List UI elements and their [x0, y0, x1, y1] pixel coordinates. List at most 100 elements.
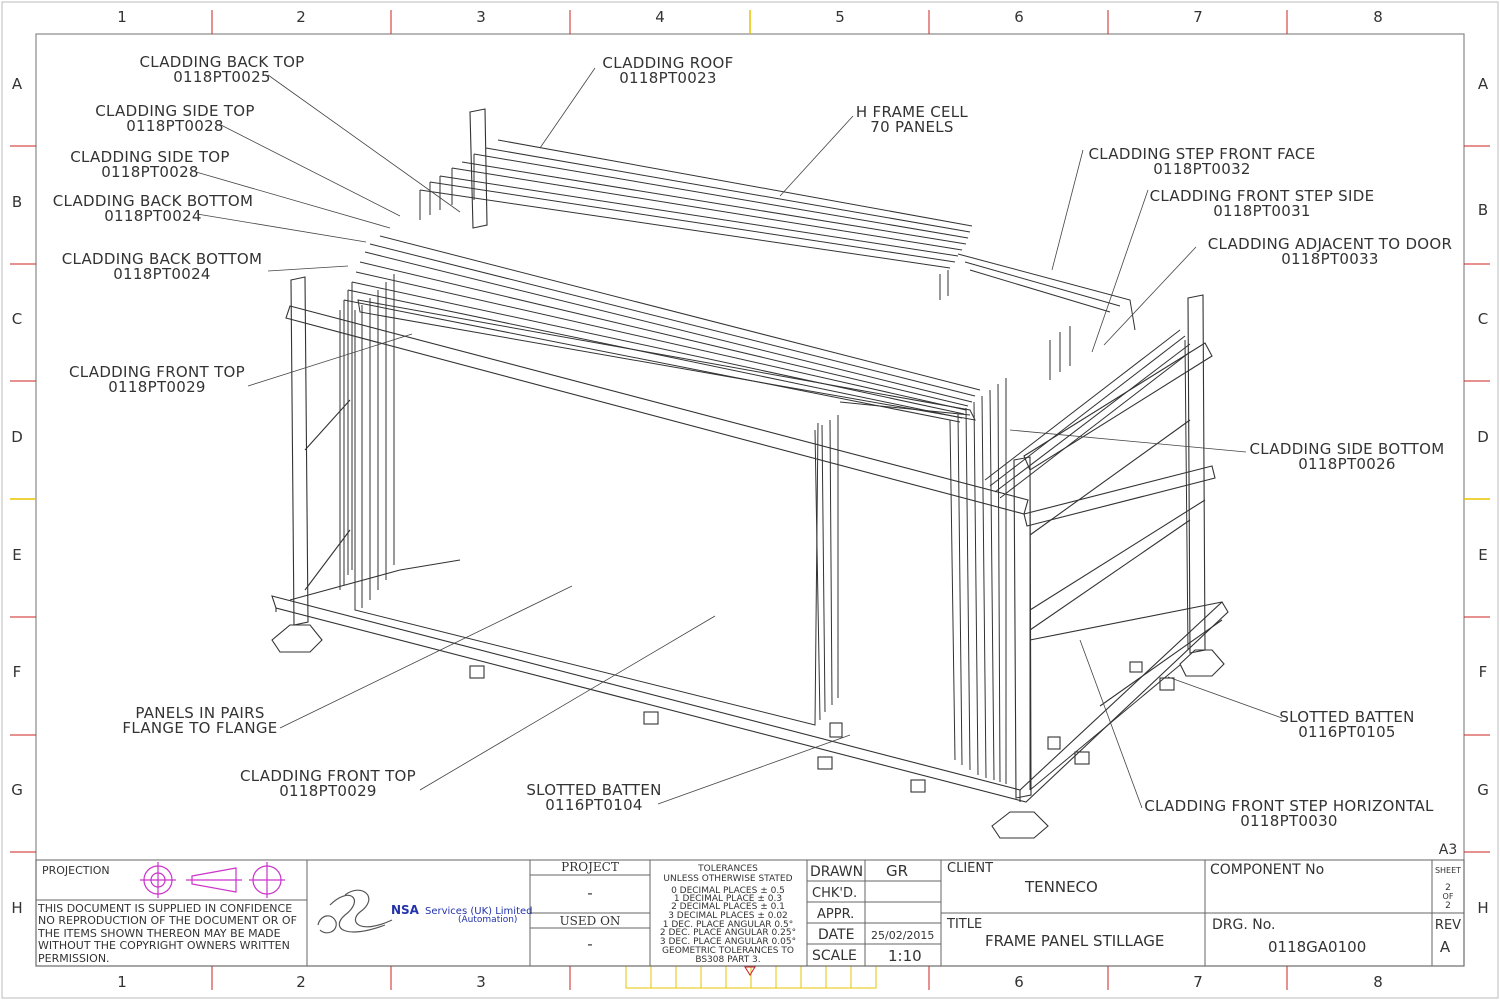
drawing-number-label: DRG. No. [1212, 917, 1276, 933]
callout-line: 0118PT0032 [1153, 160, 1251, 178]
row-label: E [1478, 546, 1487, 564]
col-label: 8 [1373, 973, 1383, 991]
tolerance-line: UNLESS OTHERWISE STATED [663, 874, 792, 884]
callout-line: 0116PT0105 [1298, 723, 1396, 741]
callout-line: CLADDING ROOF [602, 54, 733, 72]
project-value: - [587, 884, 592, 902]
row-label: C [1478, 310, 1488, 328]
tolerance-line: 2 DEC. PLACE ANGULAR 0.25° [660, 928, 796, 938]
callout-line: CLADDING BACK BOTTOM [62, 250, 263, 268]
row-label: B [12, 193, 22, 211]
callout-line: 0118PT0028 [101, 163, 199, 181]
callout-line: 0118PT0023 [619, 69, 717, 87]
callout-line: 0118PT0024 [104, 207, 202, 225]
callout-line: CLADDING BACK BOTTOM [53, 192, 254, 210]
callouts: CLADDING BACK TOP 0118PT0025 CLADDING RO… [53, 53, 1452, 830]
row-label: G [11, 781, 23, 799]
row-label: B [1478, 201, 1488, 219]
callout-line: 0118PT0025 [173, 68, 271, 86]
row-label: H [1477, 899, 1488, 917]
callout-line: SLOTTED BATTEN [1279, 708, 1414, 726]
centre-arrow [744, 966, 756, 976]
callout-line: CLADDING STEP FRONT FACE [1089, 145, 1316, 163]
date-value: 25/02/2015 [871, 929, 934, 942]
sheet-of: OF [1443, 892, 1454, 901]
row-label: A [1478, 75, 1489, 93]
title-block [35, 859, 1465, 967]
callout-line: CLADDING FRONT STEP HORIZONTAL [1144, 797, 1434, 815]
client-label: CLIENT [947, 861, 993, 876]
company-sub: (Automation) [458, 915, 517, 925]
callout-line: 0118PT0024 [113, 265, 211, 283]
tolerance-line: TOLERANCES [697, 864, 758, 874]
tolerance-line: GEOMETRIC TOLERANCES TO [662, 946, 794, 956]
col-label: 1 [117, 8, 127, 26]
row-label: H [11, 899, 22, 917]
col-label: 2 [296, 8, 306, 26]
tolerance-line: 1 DECIMAL PLACE ± 0.3 [674, 894, 782, 904]
sheet-size: A3 [1439, 842, 1457, 858]
row-label: F [1479, 663, 1488, 681]
callout-line: CLADDING BACK TOP [139, 53, 304, 71]
date-label: DATE [818, 927, 854, 943]
col-label: 5 [835, 8, 845, 26]
callout-line: 0118PT0030 [1240, 812, 1338, 830]
callout-line: 70 PANELS [870, 118, 953, 136]
company-name: NSA [391, 903, 420, 917]
sheet-label: SHEET [1435, 866, 1461, 875]
col-label: 7 [1193, 8, 1203, 26]
grid-ticks [10, 10, 1490, 990]
callout-line: PANELS IN PAIRS [135, 704, 264, 722]
scale-value: 1:10 [888, 947, 922, 965]
callout-line: 0116PT0104 [545, 796, 643, 814]
company-suffix: Services (UK) Limited [425, 906, 533, 917]
client-value: TENNECO [1024, 878, 1098, 896]
drawn-label: DRAWN [810, 864, 863, 880]
used-on-label: USED ON [560, 914, 621, 928]
col-label: 8 [1373, 8, 1383, 26]
callout-line: 0118PT0033 [1281, 250, 1379, 268]
stillage-drawing [271, 108, 1229, 839]
drawing-number-value: 0118GA0100 [1268, 938, 1366, 956]
tolerance-line: 3 DEC. PLACE ANGULAR 0.05° [660, 937, 796, 947]
row-label: F [13, 663, 22, 681]
projection-symbol [140, 862, 285, 898]
callout-line: CLADDING FRONT TOP [240, 767, 416, 785]
checked-label: CHK'D. [812, 886, 857, 901]
used-on-value: - [587, 935, 592, 953]
callout-line: 0118PT0031 [1213, 202, 1311, 220]
row-label: D [1477, 428, 1489, 446]
drawn-value: GR [886, 862, 908, 880]
sheet-total: 2 [1445, 901, 1451, 911]
callout-line: CLADDING SIDE TOP [70, 148, 229, 166]
row-label: C [12, 310, 22, 328]
title-value: FRAME PANEL STILLAGE [985, 932, 1164, 950]
centre-marks [10, 10, 1490, 500]
leader-lines [195, 67, 1283, 809]
callout-line: 0118PT0029 [279, 782, 377, 800]
sheet-number: 2 [1445, 883, 1451, 893]
approved-label: APPR. [817, 907, 854, 922]
col-label: 3 [476, 973, 486, 991]
col-label: 6 [1014, 8, 1024, 26]
callout-line: CLADDING FRONT STEP SIDE [1150, 187, 1375, 205]
tolerance-line: 2 DECIMAL PLACES ± 0.1 [671, 902, 785, 912]
col-label: 6 [1014, 973, 1024, 991]
callout-line: 0118PT0028 [126, 117, 224, 135]
col-label: 1 [117, 973, 127, 991]
col-label: 4 [655, 8, 665, 26]
confidence-line: PERMISSION. [38, 952, 110, 965]
callout-line: CLADDING FRONT TOP [69, 363, 245, 381]
callout-line: CLADDING ADJACENT TO DOOR [1208, 235, 1452, 253]
col-label: 3 [476, 8, 486, 26]
projection-label: PROJECTION [42, 864, 110, 877]
callout-line: FLANGE TO FLANGE [122, 719, 277, 737]
col-label: 2 [296, 973, 306, 991]
row-label: A [12, 75, 23, 93]
callout-line: 0118PT0026 [1298, 455, 1396, 473]
nsa-logo [317, 889, 393, 934]
component-label: COMPONENT No [1210, 862, 1324, 878]
tolerance-line: 3 DECIMAL PLACES ± 0.02 [668, 911, 788, 921]
